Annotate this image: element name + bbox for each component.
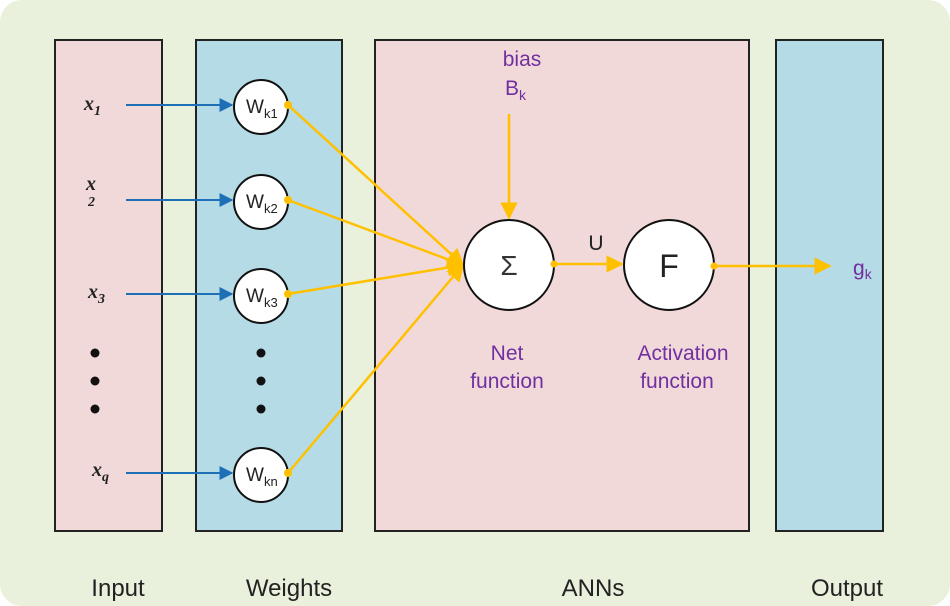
bias-symbol: Bk: [505, 77, 527, 103]
column-title-input: Input: [91, 575, 145, 602]
weight-connection: [287, 104, 465, 267]
activation-output-dot: [710, 262, 718, 270]
u-label: U: [588, 232, 603, 255]
svg-text:Wk1: Wk1: [246, 97, 278, 121]
ellipsis-dot: [90, 376, 100, 386]
ellipsis-dot: [256, 376, 266, 386]
weight-node-k2: Wk2: [233, 174, 292, 230]
net-function-node: Σ: [463, 219, 555, 311]
column-title-weights: Weights: [246, 575, 332, 602]
input-label-xq: xq: [91, 459, 109, 485]
svg-text:Wkn: Wkn: [246, 465, 278, 489]
ellipsis-dot: [256, 348, 266, 358]
svg-text:Wk2: Wk2: [246, 192, 278, 216]
activation-symbol: F: [659, 248, 679, 284]
input-label-x2: x: [85, 173, 96, 195]
output-label: gk: [853, 257, 873, 282]
ellipsis-dot: [90, 404, 100, 414]
activation-function-label-line2: function: [640, 370, 714, 393]
activation-function-label-line1: Activation: [637, 342, 728, 365]
sigma-symbol: Σ: [500, 250, 517, 281]
ellipsis-dot: [90, 348, 100, 358]
weight-node-k1: Wk1: [233, 79, 292, 135]
svg-text:Wk3: Wk3: [246, 286, 278, 310]
weight-connection: [287, 258, 465, 296]
weight-node-k3: Wk3: [233, 268, 292, 324]
column-title-anns: ANNs: [562, 575, 625, 602]
net-function-label-line1: Net: [491, 342, 524, 365]
activation-function-node: F: [623, 219, 715, 311]
input-panel: [54, 39, 163, 532]
output-panel: [775, 39, 884, 532]
bias-label: bias: [503, 48, 542, 71]
weight-node-kn: Wkn: [233, 447, 292, 503]
input-label-x2-sub: 2: [87, 195, 95, 210]
ellipsis-dot: [256, 404, 266, 414]
net-function-label-line2: function: [470, 370, 544, 393]
sum-output-dot: [550, 260, 558, 268]
input-label-x3: x3: [87, 281, 105, 307]
weight-connection: [287, 263, 465, 474]
column-title-output: Output: [811, 575, 883, 602]
weight-connection: [287, 198, 465, 268]
input-label-x1: x1: [83, 93, 101, 119]
